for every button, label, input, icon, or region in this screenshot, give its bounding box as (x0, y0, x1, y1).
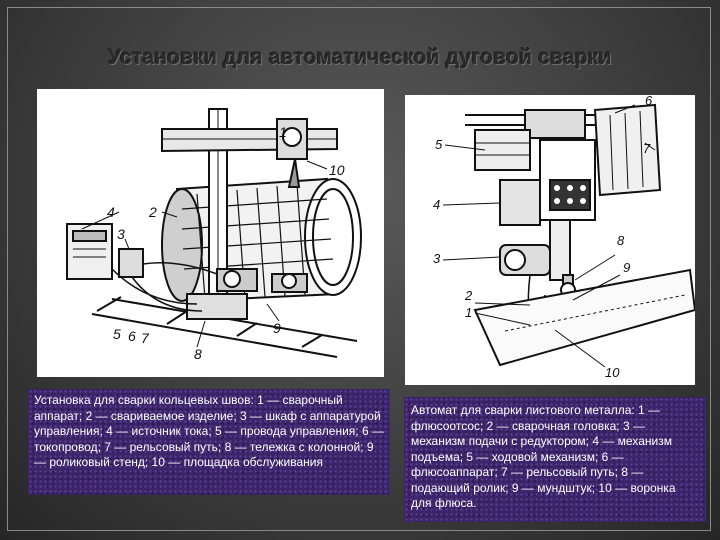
sheet-metal-welder-figure: 1 2 3 4 5 6 7 8 9 10 (405, 95, 695, 385)
sheet-metal-welder-drawing: 1 2 3 4 5 6 7 8 9 10 (433, 95, 695, 380)
left-callout-2: 2 (148, 204, 157, 220)
left-callout-10: 10 (329, 162, 345, 178)
right-callout-2: 2 (464, 288, 473, 303)
right-callout-7: 7 (643, 141, 651, 156)
left-callout-7: 7 (141, 330, 150, 346)
left-callout-3: 3 (117, 226, 125, 242)
circular-seam-welding-drawing: 1 2 3 4 5 6 7 8 9 10 (66, 108, 362, 362)
left-figure-callouts: 1 2 3 4 5 6 7 8 9 10 (107, 124, 345, 362)
circular-seam-welding-figure: 1 2 3 4 5 6 7 8 9 10 (37, 89, 384, 377)
left-callout-4: 4 (107, 204, 115, 220)
right-callout-5: 5 (435, 137, 443, 152)
right-callout-4: 4 (433, 197, 440, 212)
slide-title: Установки для автоматической дуговой сва… (108, 46, 612, 69)
circular-seam-caption: Установка для сварки кольцевых швов: 1 —… (28, 389, 390, 495)
left-callout-6: 6 (128, 328, 136, 344)
left-callout-1: 1 (279, 124, 287, 140)
right-figure-callouts: 1 2 3 4 5 6 7 8 9 10 (433, 95, 653, 380)
left-callout-5: 5 (113, 326, 121, 342)
right-callout-1: 1 (465, 305, 472, 320)
left-callout-8: 8 (194, 346, 202, 362)
slide-frame (7, 7, 711, 531)
right-callout-8: 8 (617, 233, 625, 248)
right-callout-6: 6 (645, 95, 653, 108)
right-callout-9: 9 (623, 260, 630, 275)
right-callout-3: 3 (433, 251, 441, 266)
right-callout-10: 10 (605, 365, 620, 380)
left-callout-9: 9 (273, 320, 281, 336)
sheet-metal-caption: Автомат для сварки листового металла: 1 … (404, 397, 706, 522)
